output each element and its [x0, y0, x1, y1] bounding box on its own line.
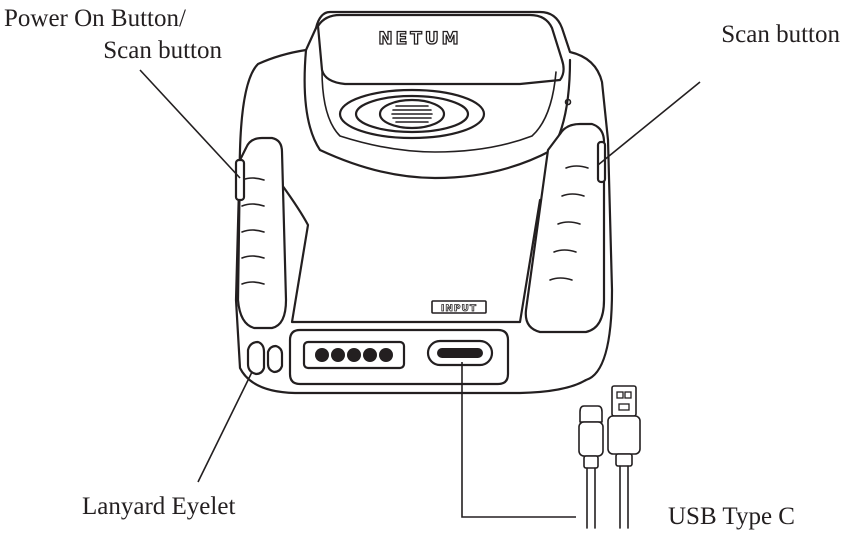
label-lanyard-eyelet: Lanyard Eyelet: [82, 493, 235, 520]
left-grip-ribs: [241, 177, 265, 285]
scanner-device: NETUM INPUT: [234, 10, 614, 395]
leader-usb-c: [461, 362, 576, 518]
label-usb-type-c: USB Type C: [668, 503, 795, 530]
label-power-scan-button: Scan button: [103, 37, 222, 64]
right-grip: [524, 122, 606, 334]
usb-a-plug-strain: [615, 453, 633, 467]
scan-trigger-grille: [391, 105, 433, 123]
leader-power-scan: [139, 69, 241, 179]
right-grip-ribs: [549, 165, 589, 281]
input-port-label: INPUT: [441, 304, 477, 314]
pogo-pin-contacts: [302, 340, 406, 370]
usb-c-plug-body: [578, 421, 604, 457]
head-top-panel: [316, 13, 565, 86]
leader-lanyard: [197, 371, 253, 483]
left-grip: [236, 136, 288, 330]
device-body-outline: [234, 10, 614, 395]
label-scan-button: Scan button: [721, 21, 840, 48]
usb-a-plug-body: [607, 415, 641, 455]
scan-trigger-button[interactable]: [338, 88, 486, 140]
brand-logo: NETUM: [378, 29, 461, 49]
usb-c-plug-strain: [583, 455, 599, 469]
leader-lines: [139, 69, 701, 518]
usb-cable: [578, 385, 641, 529]
usb-c-plug-tip: [579, 405, 603, 423]
input-label-plate: [431, 300, 487, 314]
lanyard-eyelet: [246, 340, 284, 376]
usb-a-plug-tip: [611, 385, 637, 417]
head-window: [321, 69, 557, 153]
leader-scan-right: [597, 81, 701, 166]
indicator-dot: [564, 98, 572, 106]
usb-c-port: [426, 339, 494, 367]
left-side-button[interactable]: [234, 158, 246, 202]
body-front-face: [280, 183, 542, 324]
label-power-on-button: Power On Button/: [4, 5, 186, 32]
